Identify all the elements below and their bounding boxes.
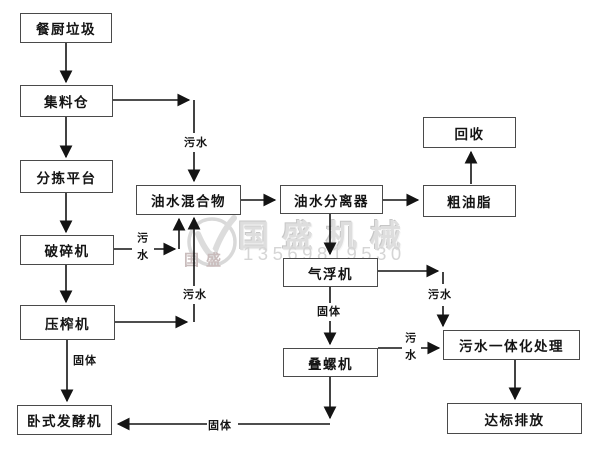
edge-label-solid-press: 固体 (72, 354, 98, 369)
edge-label-sewage-screw: 污水 (403, 331, 416, 367)
node-horizontal-fermenter: 卧式发酵机 (17, 405, 112, 435)
node-recycle: 回收 (423, 117, 516, 148)
node-oil-water-separator: 油水分离器 (280, 185, 383, 214)
edge-label-solid-flotation: 固体 (316, 305, 342, 320)
edge-label-solid-screw: 固体 (207, 419, 233, 434)
edge-label-sewage-crusher: 污水 (135, 231, 148, 267)
node-standard-discharge: 达标排放 (447, 403, 582, 434)
node-crude-grease: 粗油脂 (423, 185, 516, 217)
node-collection-bin: 集料仓 (20, 85, 113, 117)
node-food-waste: 餐厨垃圾 (20, 13, 112, 43)
node-oil-water-mixture: 油水混合物 (136, 185, 241, 215)
edge-label-sewage-collection-bin: 污水 (183, 136, 209, 151)
edge-label-sewage-flotation: 污水 (427, 288, 453, 303)
edge-label-sewage-press: 污水 (182, 288, 208, 303)
node-sorting-platform: 分拣平台 (20, 160, 113, 193)
node-crusher: 破碎机 (20, 235, 114, 265)
node-sewage-treatment: 污水一体化处理 (443, 330, 580, 360)
node-press: 压榨机 (20, 305, 115, 340)
node-screw-stacker: 叠螺机 (283, 348, 378, 377)
node-air-flotation: 气浮机 (283, 258, 378, 287)
